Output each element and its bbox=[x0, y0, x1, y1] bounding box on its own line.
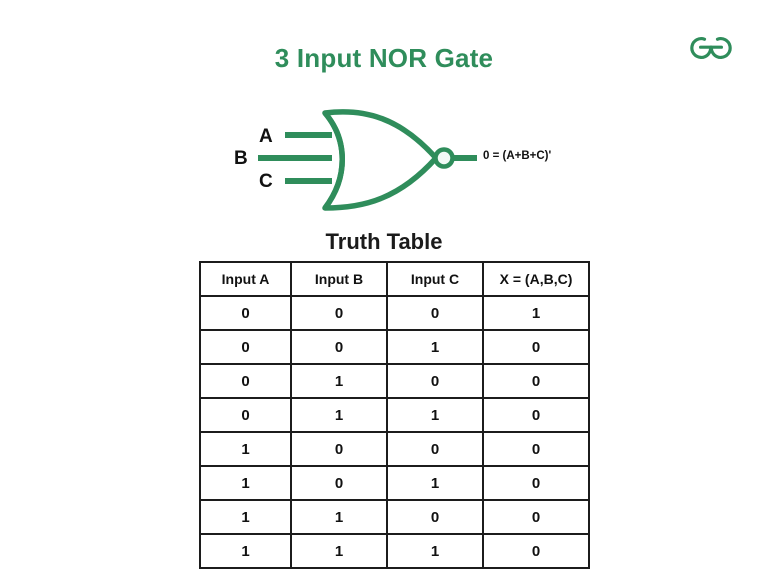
cell-a: 1 bbox=[199, 431, 292, 467]
input-label-b: B bbox=[234, 148, 248, 169]
table-row: 1 1 1 0 bbox=[199, 533, 590, 569]
or-gate-back-arc bbox=[322, 111, 345, 210]
geeksforgeeks-logo bbox=[684, 26, 738, 66]
table-header-input-b: Input B bbox=[290, 261, 388, 297]
table-header-input-c: Input C bbox=[386, 261, 484, 297]
cell-c: 0 bbox=[386, 363, 484, 399]
cell-x: 0 bbox=[482, 533, 590, 569]
cell-b: 0 bbox=[290, 431, 388, 467]
nor-gate-diagram: A B C 0 = (A+B+C)' bbox=[215, 100, 605, 225]
cell-x: 0 bbox=[482, 431, 590, 467]
cell-c: 0 bbox=[386, 431, 484, 467]
cell-a: 0 bbox=[199, 397, 292, 433]
input-label-a: A bbox=[259, 126, 273, 147]
cell-b: 1 bbox=[290, 533, 388, 569]
cell-a: 1 bbox=[199, 465, 292, 501]
nor-gate-svg bbox=[258, 109, 477, 211]
table-header-row: Input A Input B Input C X = (A,B,C) bbox=[199, 261, 590, 297]
cell-a: 0 bbox=[199, 329, 292, 365]
cell-b: 0 bbox=[290, 465, 388, 501]
cell-b: 0 bbox=[290, 295, 388, 331]
cell-b: 1 bbox=[290, 363, 388, 399]
cell-x: 0 bbox=[482, 465, 590, 501]
geeksforgeeks-logo-icon bbox=[690, 37, 732, 60]
cell-a: 0 bbox=[199, 363, 292, 399]
cell-c: 1 bbox=[386, 397, 484, 433]
input-label-c: C bbox=[259, 171, 273, 192]
cell-b: 0 bbox=[290, 329, 388, 365]
table-header-input-a: Input A bbox=[199, 261, 292, 297]
cell-x: 0 bbox=[482, 499, 590, 535]
cell-b: 1 bbox=[290, 397, 388, 433]
diagram-page: 3 Input NOR Gate A B C 0 = (A+B+C)' bbox=[199, 26, 738, 569]
output-expression-label: 0 = (A+B+C)' bbox=[483, 150, 552, 162]
table-row: 0 0 1 0 bbox=[199, 329, 590, 365]
cell-a: 0 bbox=[199, 295, 292, 331]
table-row: 1 1 0 0 bbox=[199, 499, 590, 535]
truth-table-heading: Truth Table bbox=[325, 229, 443, 254]
table-row: 0 0 0 1 bbox=[199, 295, 590, 331]
table-header-output: X = (A,B,C) bbox=[482, 261, 590, 297]
cell-c: 1 bbox=[386, 533, 484, 569]
cell-c: 1 bbox=[386, 465, 484, 501]
truth-table: Input A Input B Input C X = (A,B,C) 0 0 … bbox=[199, 261, 590, 569]
cell-a: 1 bbox=[199, 499, 292, 535]
cell-a: 1 bbox=[199, 533, 292, 569]
inverting-bubble-icon bbox=[433, 147, 455, 169]
cell-b: 1 bbox=[290, 499, 388, 535]
cell-c: 1 bbox=[386, 329, 484, 365]
table-row: 1 0 0 0 bbox=[199, 431, 590, 467]
cell-x: 0 bbox=[482, 397, 590, 433]
cell-c: 0 bbox=[386, 499, 484, 535]
cell-x: 1 bbox=[482, 295, 590, 331]
cell-x: 0 bbox=[482, 363, 590, 399]
cell-x: 0 bbox=[482, 329, 590, 365]
table-row: 0 1 1 0 bbox=[199, 397, 590, 433]
table-row: 0 1 0 0 bbox=[199, 363, 590, 399]
cell-c: 0 bbox=[386, 295, 484, 331]
page-title: 3 Input NOR Gate bbox=[274, 43, 494, 73]
table-row: 1 0 1 0 bbox=[199, 465, 590, 501]
